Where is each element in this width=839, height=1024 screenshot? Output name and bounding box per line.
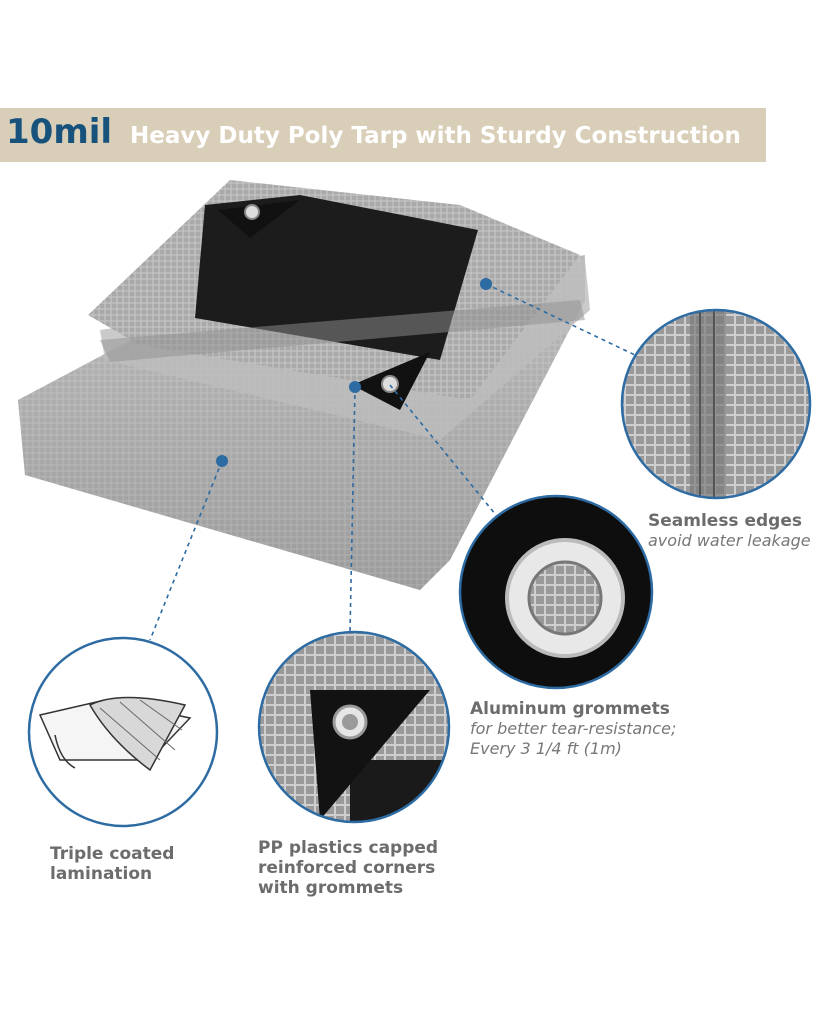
lamination-title-2: lamination xyxy=(50,864,153,884)
lamination-label: Triple coated lamination xyxy=(50,844,174,884)
seamless-title: Seamless edges xyxy=(648,511,802,531)
grommets-label: Aluminum grommets for better tear-resist… xyxy=(470,699,676,759)
thickness-label: 10mil xyxy=(6,112,113,152)
title-banner: 10mil Heavy Duty Poly Tarp with Sturdy C… xyxy=(0,108,766,162)
corner-detail xyxy=(257,630,451,824)
corners-title-1: PP plastics capped xyxy=(258,838,439,858)
seamless-subtitle: avoid water leakage xyxy=(648,531,811,550)
seamless-edge-detail xyxy=(620,308,812,500)
folded-tarp xyxy=(18,180,590,590)
seamless-label: Seamless edges avoid water leakage xyxy=(648,511,811,551)
leader-lines xyxy=(149,283,636,641)
grommets-title: Aluminum grommets xyxy=(470,699,670,719)
grommets-subtitle-2: Every 3 1/4 ft (1m) xyxy=(470,739,622,758)
corners-title-3: with grommets xyxy=(258,878,404,898)
corners-label: PP plastics capped reinforced corners wi… xyxy=(258,838,438,898)
lamination-detail xyxy=(27,636,219,828)
banner-title: Heavy Duty Poly Tarp with Sturdy Constru… xyxy=(130,123,741,149)
leader-dots xyxy=(216,278,492,467)
grommet-detail xyxy=(458,494,654,690)
grommets-subtitle-1: for better tear-resistance; xyxy=(470,719,677,738)
corners-title-2: reinforced corners xyxy=(258,858,436,878)
lamination-title-1: Triple coated xyxy=(50,844,175,864)
